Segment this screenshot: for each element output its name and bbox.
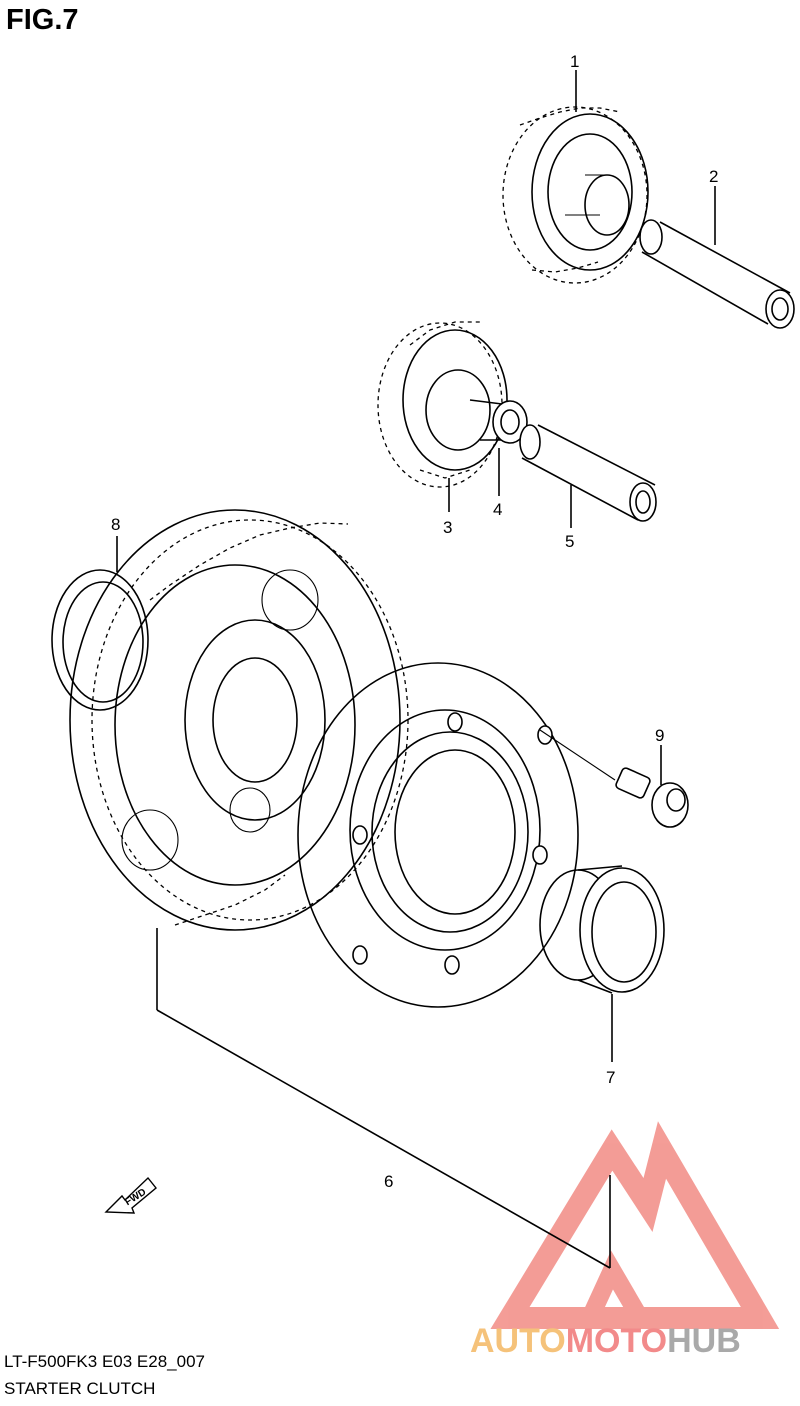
part-1-idle-gear xyxy=(502,106,649,284)
callout-9: 9 xyxy=(655,726,664,745)
watermark-text: AUTOMOTOHUB xyxy=(470,1322,741,1360)
watermark-moto: MOTO xyxy=(566,1322,667,1360)
leader-6-bottom xyxy=(156,1009,611,1269)
fwd-arrow-icon: FWD xyxy=(104,1176,157,1214)
part-6-starter-driven-gear xyxy=(69,509,409,931)
callout-7: 7 xyxy=(606,1068,615,1087)
model-code: LT-F500FK3 E03 E28_007 xyxy=(4,1352,205,1371)
figure-title: FIG.7 xyxy=(6,4,79,36)
callout-5: 5 xyxy=(565,532,574,551)
part-4-bushing xyxy=(469,399,528,444)
callout-1: 1 xyxy=(570,52,579,71)
part-6-clutch-housing xyxy=(297,662,579,1008)
callout-6: 6 xyxy=(384,1172,393,1191)
part-5-shaft xyxy=(519,424,657,522)
part-9-bolt xyxy=(539,729,689,828)
callout-2: 2 xyxy=(709,167,718,186)
watermark-auto: AUTO xyxy=(470,1322,566,1360)
watermark-hub: HUB xyxy=(667,1322,741,1360)
callout-4: 4 xyxy=(493,500,502,519)
callout-8: 8 xyxy=(111,515,120,534)
part-2-shaft xyxy=(639,219,795,329)
part-7-needle-bearing xyxy=(539,865,665,994)
section-name: STARTER CLUTCH xyxy=(4,1379,156,1398)
watermark-logo xyxy=(490,1121,780,1329)
part-8-ring xyxy=(51,569,149,711)
callout-3: 3 xyxy=(443,518,452,537)
part-3-gear xyxy=(377,321,508,488)
